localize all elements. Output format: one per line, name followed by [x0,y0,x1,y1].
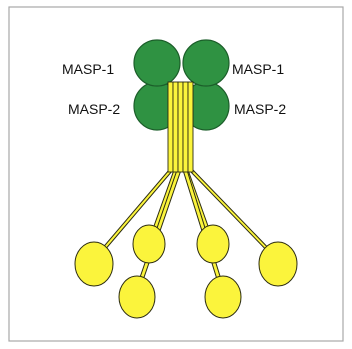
lectin-head [133,225,165,263]
masp1-left-globule [134,40,180,86]
lectin-head [119,276,155,318]
collagen-stalk [168,82,173,172]
lectin-head [205,276,241,318]
collagen-stalk-bundle [168,82,193,172]
collagen-stalk [183,82,188,172]
label-masp2-right: MASP-2 [234,101,286,117]
lectin-arms [94,170,278,289]
collagen-stalk [173,82,178,172]
collagen-stalk [178,82,183,172]
lectin-head [75,242,113,286]
label-masp1-left: MASP-1 [62,61,114,77]
lectin-head [259,242,297,286]
masp1-right-globule [183,40,229,86]
label-masp1-right: MASP-1 [232,61,284,77]
collagen-stalk [188,82,193,172]
label-masp2-left: MASP-2 [68,101,120,117]
lectin-heads [75,225,297,318]
lectin-head [197,225,229,263]
